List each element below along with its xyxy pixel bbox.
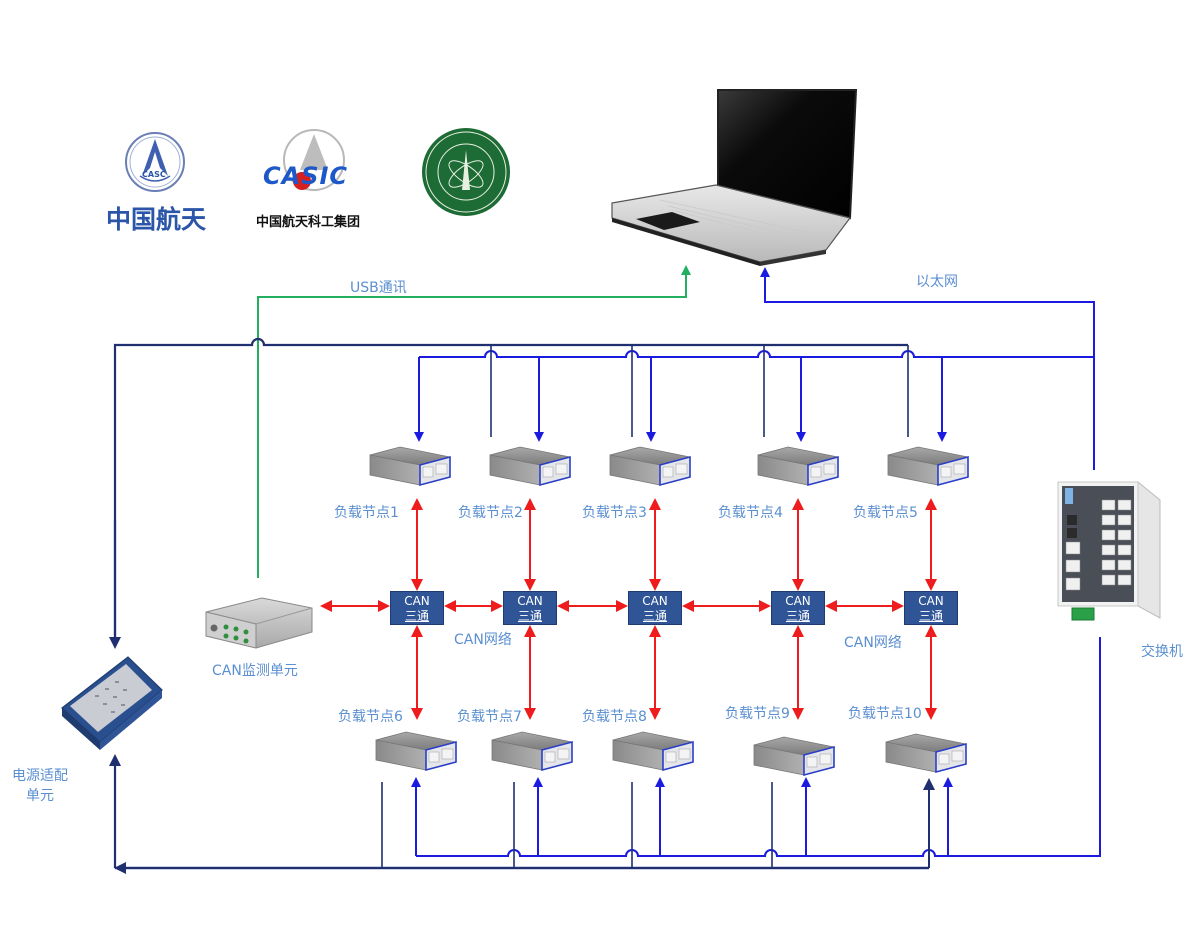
load-node-label: 负载节点5 (853, 505, 918, 521)
ethernet-uplink-line (760, 267, 1095, 470)
load-node-device-bottom (612, 731, 694, 772)
power-adapter-label-line2: 单元 (26, 788, 54, 804)
ethernet-top-bus (419, 350, 1094, 358)
can-monitor-label: CAN监测单元 (212, 663, 298, 679)
university-logo (422, 128, 510, 216)
load-node-device-top (757, 446, 839, 487)
load-node-label: 负载节点4 (718, 505, 783, 521)
casc-logo (125, 132, 185, 192)
can-tee-line2: 三通 (642, 609, 667, 623)
can-tee-line1: CAN (404, 594, 430, 608)
can-tee-line1: CAN (785, 594, 811, 608)
load-node-label: 负载节点8 (582, 709, 647, 725)
power-adapter-device (61, 656, 163, 750)
can-tee-line1: CAN (918, 594, 944, 608)
load-node-device-top (369, 446, 451, 487)
laptop-image (611, 89, 858, 266)
connection-lines (109, 265, 1101, 874)
casic-caption: 中国航天科工集团 (256, 215, 361, 230)
ethernet-label: 以太网 (916, 274, 958, 290)
casc-caption: 中国航天 (106, 205, 207, 234)
casic-logo (283, 129, 345, 191)
usb-label: USB通讯 (350, 280, 407, 296)
casic-badge: CASIC (263, 162, 349, 190)
ethernet-bottom-bus (416, 637, 1101, 857)
can-tee-line2: 三通 (517, 609, 542, 623)
power-adapter-label-line1: 电源适配 (12, 768, 68, 784)
can-monitor-device (205, 597, 313, 649)
can-network-label-right: CAN网络 (844, 635, 902, 651)
can-network-label-left: CAN网络 (454, 632, 512, 648)
load-node-label: 负载节点7 (457, 709, 522, 725)
load-node-devices (369, 446, 969, 777)
load-node-label: 负载节点2 (458, 505, 523, 521)
load-node-device-top (887, 446, 969, 487)
load-node-device-top (609, 446, 691, 487)
can-tee-line2: 三通 (918, 609, 943, 623)
casc-badge: CASC (142, 170, 166, 179)
usb-line (257, 265, 691, 578)
power-top-bus (113, 337, 908, 645)
load-node-label: 负载节点1 (334, 505, 399, 521)
load-node-label: 负载节点10 (848, 706, 922, 722)
load-node-device-bottom (753, 736, 835, 777)
can-tee-line2: 三通 (785, 609, 810, 623)
ethernet-switch-device (1057, 480, 1161, 621)
can-tee-line1: CAN (642, 594, 668, 608)
load-node-device-bottom (375, 731, 457, 772)
load-node-label: 负载节点9 (725, 706, 790, 722)
load-node-device-bottom (885, 733, 967, 774)
load-node-label: 负载节点6 (338, 709, 403, 725)
load-node-label: 负载节点3 (582, 505, 647, 521)
switch-label: 交换机 (1141, 644, 1183, 660)
can-tee-line1: CAN (517, 594, 543, 608)
load-node-device-top (489, 446, 571, 487)
load-node-device-bottom (491, 731, 573, 772)
can-tee-line2: 三通 (404, 609, 429, 623)
